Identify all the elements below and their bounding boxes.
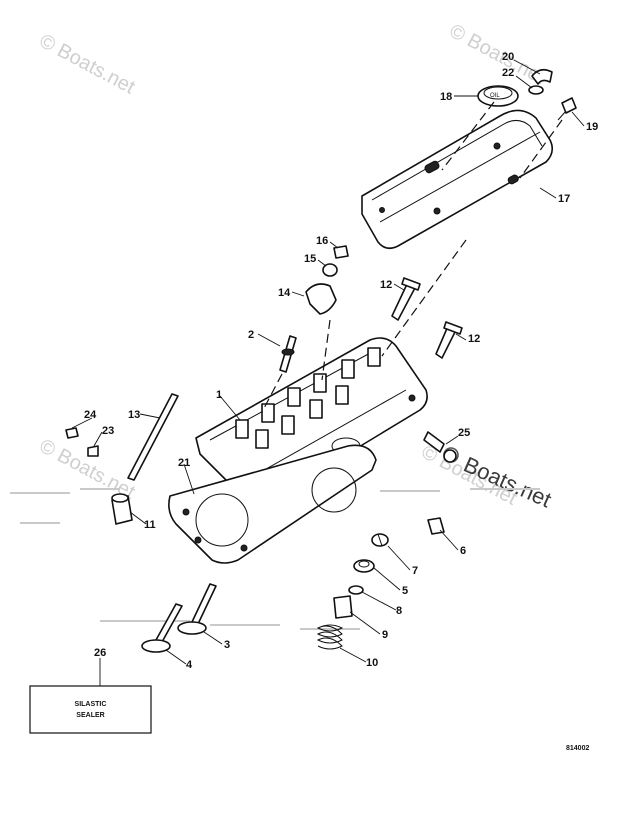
callout-19: 19 bbox=[586, 121, 598, 133]
rocker-stud bbox=[279, 335, 297, 373]
callout-17: 17 bbox=[558, 193, 570, 205]
svg-text:OIL: OIL bbox=[490, 93, 500, 99]
valve-keys bbox=[371, 533, 389, 547]
callout-2: 2 bbox=[248, 329, 254, 341]
pushrod bbox=[127, 393, 179, 481]
callout-15: 15 bbox=[304, 253, 316, 265]
callout-24: 24 bbox=[84, 409, 97, 421]
callout-11: 11 bbox=[144, 519, 156, 531]
callout-8: 8 bbox=[396, 605, 402, 617]
callout-18: 18 bbox=[440, 91, 452, 103]
watermark-top-left: © Boats.net bbox=[36, 30, 139, 99]
spring-retainer bbox=[353, 559, 375, 573]
clip bbox=[87, 445, 99, 457]
callout-1: 1 bbox=[216, 389, 222, 401]
valve-springs-row bbox=[235, 347, 381, 449]
callout-14: 14 bbox=[278, 287, 291, 299]
oil-filler-cap: OIL bbox=[477, 85, 519, 107]
callout-20: 20 bbox=[502, 51, 514, 63]
head-bolt-upper bbox=[391, 277, 421, 321]
exhaust-valve bbox=[177, 583, 217, 635]
callout-23: 23 bbox=[102, 425, 114, 437]
callout-labels: 20 22 18 19 17 16 15 14 12 12 2 1 24 13 … bbox=[84, 51, 598, 671]
callout-5: 5 bbox=[402, 585, 408, 597]
callout-22: 22 bbox=[502, 67, 514, 79]
callout-13: 13 bbox=[128, 409, 140, 421]
sealer-box-line1: SILASTIC bbox=[75, 701, 107, 708]
rocker-nut bbox=[333, 245, 349, 259]
callout-26: 26 bbox=[94, 647, 106, 659]
callout-12-lower: 12 bbox=[468, 333, 480, 345]
callout-4: 4 bbox=[186, 659, 193, 671]
callout-25: 25 bbox=[458, 427, 470, 439]
callout-9: 9 bbox=[382, 629, 388, 641]
callout-12-upper: 12 bbox=[380, 279, 392, 291]
intake-valve bbox=[141, 603, 183, 653]
spring-damper bbox=[333, 595, 353, 619]
screw bbox=[65, 427, 79, 439]
callout-3: 3 bbox=[224, 639, 230, 651]
callout-7: 7 bbox=[412, 565, 418, 577]
callout-6: 6 bbox=[460, 545, 466, 557]
sealer-box-line2: SEALER bbox=[76, 712, 104, 719]
silastic-sealer-box: SILASTIC SEALER bbox=[29, 685, 152, 734]
valve-spring bbox=[316, 624, 344, 650]
rocker-arm bbox=[305, 283, 337, 315]
callout-10: 10 bbox=[366, 657, 378, 669]
breather-elbow bbox=[528, 68, 553, 95]
valve-cover-bolt bbox=[557, 97, 577, 121]
figure-code: 814002 bbox=[566, 745, 589, 752]
valve-cover bbox=[361, 109, 554, 250]
hydraulic-lifter bbox=[111, 493, 133, 525]
temperature-sender bbox=[423, 431, 457, 463]
assembly-guide-lines bbox=[261, 101, 563, 413]
head-gasket bbox=[168, 444, 377, 564]
oil-seal bbox=[348, 585, 364, 595]
cylinder-head bbox=[195, 337, 428, 506]
head-bolt-lower bbox=[435, 321, 463, 359]
leader-lines bbox=[71, 59, 585, 686]
callout-21: 21 bbox=[178, 457, 190, 469]
rocker-ball bbox=[322, 263, 338, 277]
scan-noise bbox=[10, 488, 540, 630]
callout-16: 16 bbox=[316, 235, 328, 247]
